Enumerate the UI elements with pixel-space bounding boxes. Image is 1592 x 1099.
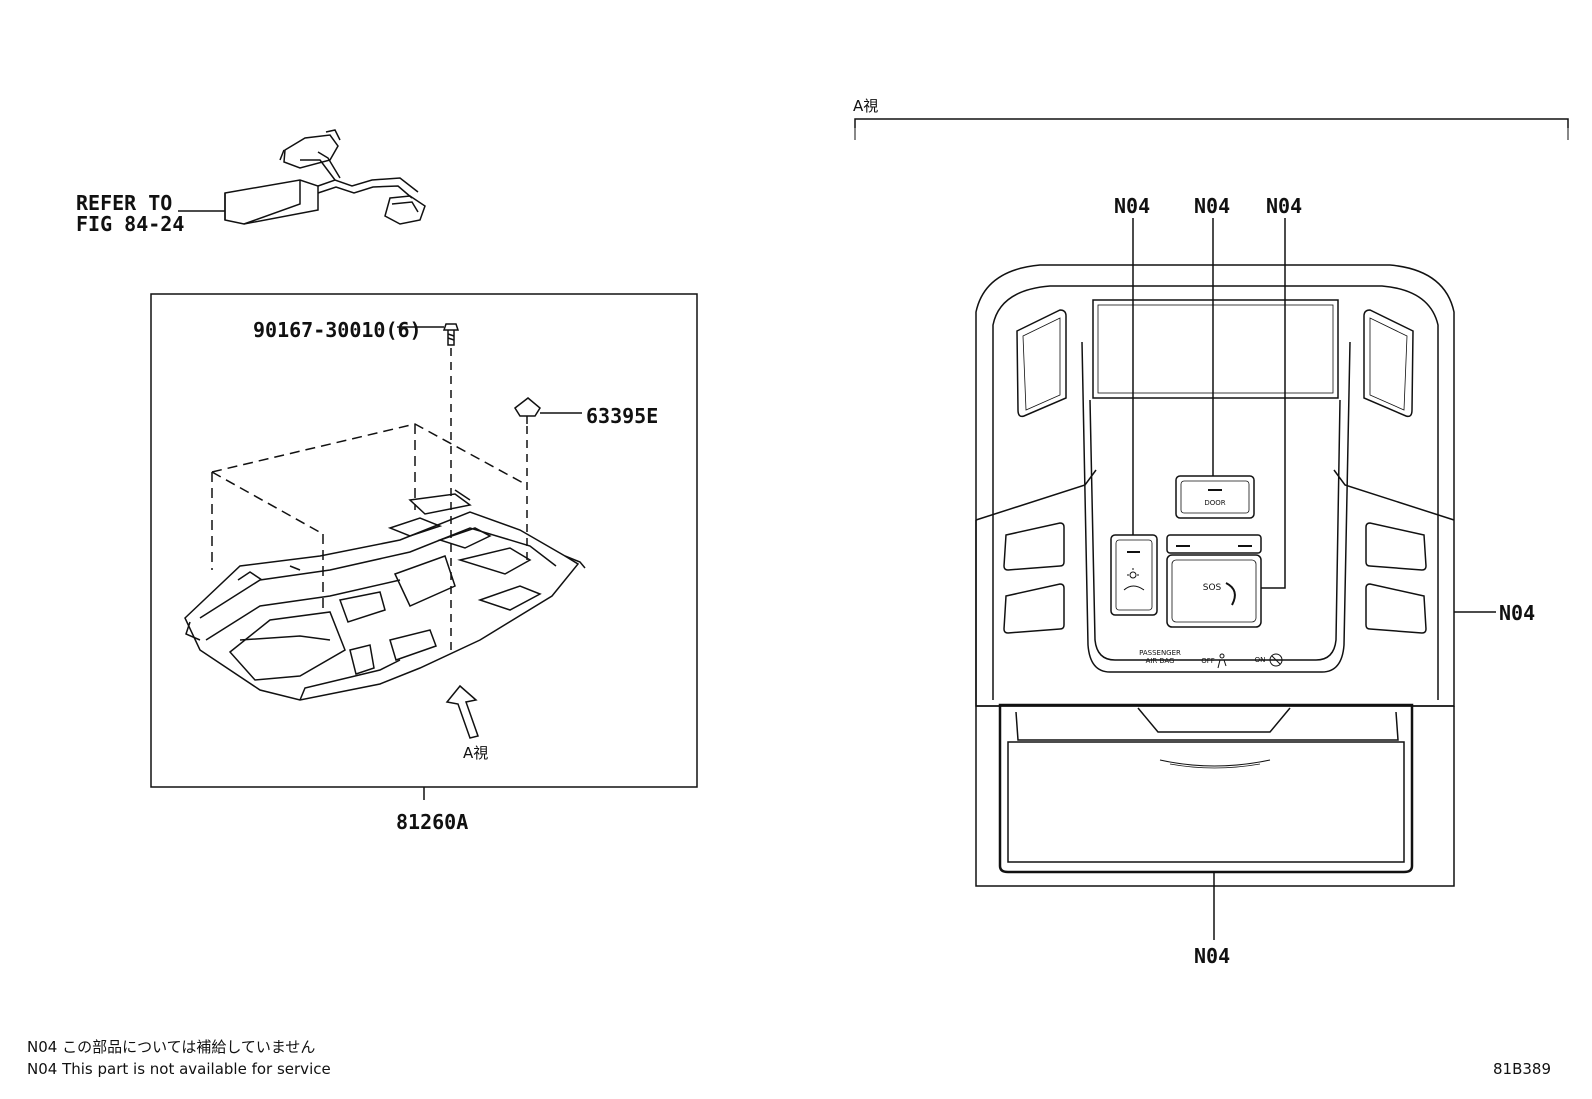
figure-code: 81B389: [1493, 1060, 1552, 1078]
overhead-console-drawing: [184, 489, 586, 701]
callout-leaders: [1132, 218, 1496, 940]
console-panel-drawing: [975, 264, 1455, 887]
assembly-frame: [150, 293, 698, 788]
callout-n04-door: N04: [1194, 194, 1231, 218]
map-light-icon: [1123, 568, 1145, 591]
assembly-part-number: 81260A: [396, 810, 469, 834]
callout-n04-holder: N04: [1194, 944, 1231, 968]
door-switch-text: DOOR: [1204, 499, 1226, 507]
callout-n04-map-light: N04: [1114, 194, 1151, 218]
airbag-off-text: OFF: [1201, 657, 1215, 665]
refer-label-line1: REFER TO: [76, 191, 173, 215]
view-bracket: [854, 118, 1569, 128]
view-title: A視: [853, 97, 879, 115]
bolt-part-number: 90167-30010(6): [253, 318, 422, 342]
view-arrow-icon: [445, 684, 479, 739]
airbag-label-line1: PASSENGER: [1139, 649, 1181, 657]
sos-button-text: SOS: [1202, 583, 1222, 593]
callout-n04-sos: N04: [1266, 194, 1303, 218]
mounting-outline: [211, 423, 526, 610]
bracket-ticks: [854, 128, 1569, 140]
airbag-off-icon: [1217, 653, 1227, 669]
note-japanese: N04 この部品については補給していません: [27, 1038, 316, 1056]
clip-icon: [514, 397, 541, 424]
view-arrow-label: A視: [463, 744, 489, 762]
bolt-icon: [442, 323, 460, 346]
airbag-on-icon: [1269, 653, 1283, 667]
clip-part-number: 63395E: [586, 404, 659, 428]
wire-harness-drawing: [224, 129, 426, 225]
airbag-label-line2: AIR BAG: [1145, 657, 1175, 665]
refer-label-line2: FIG 84-24: [76, 212, 185, 236]
note-english: N04 This part is not available for servi…: [27, 1060, 331, 1078]
airbag-on-text: ON: [1254, 656, 1266, 664]
callout-n04-panel: N04: [1499, 601, 1536, 625]
